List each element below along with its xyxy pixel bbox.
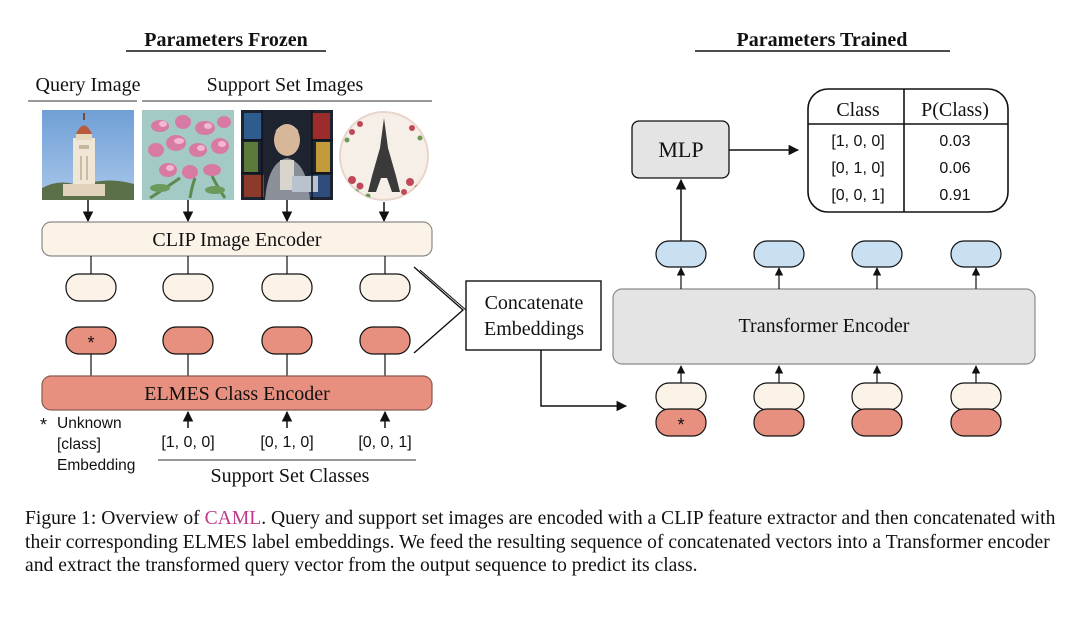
input-token-elmes — [950, 408, 1002, 437]
support-set-classes-label: Support Set Classes — [211, 465, 370, 487]
elmes-token — [261, 326, 313, 355]
output-token — [851, 240, 903, 268]
concat-to-tokens-arrow — [540, 350, 628, 412]
merge-chevron-inner — [419, 269, 467, 311]
input-token-unknown-star: * — [677, 415, 684, 435]
support-class-vector: [1, 0, 0] — [161, 434, 214, 451]
input-token-clip — [753, 382, 805, 411]
output-token — [753, 240, 805, 268]
transformer-output-tokens — [655, 240, 1002, 289]
clip-token — [65, 273, 117, 302]
query-image-label: Query Image — [36, 74, 141, 96]
support-image-flowers — [142, 110, 234, 200]
elmes-token — [359, 326, 411, 355]
clip-token — [359, 273, 411, 302]
merge-chevron — [413, 266, 465, 354]
class-probability-table — [807, 88, 1009, 213]
input-token-clip — [950, 382, 1002, 411]
query-image-clock-tower — [42, 110, 134, 200]
clip-embedding-tokens — [65, 256, 411, 302]
class-vector-arrows — [182, 410, 391, 428]
image-to-clip-arrows — [82, 200, 390, 223]
unknown-note-line: [class] — [57, 436, 101, 453]
input-token-elmes — [753, 408, 805, 437]
mlp-label: MLP — [658, 137, 703, 162]
input-token-clip — [655, 382, 707, 411]
support-images-label: Support Set Images — [207, 74, 364, 96]
caption-prefix: Overview of — [101, 508, 200, 529]
input-token-elmes — [851, 408, 903, 437]
support-image-eiffel-embroidery — [339, 110, 432, 201]
clip-image-encoder-label: CLIP Image Encoder — [152, 229, 322, 251]
table-cell-class: [0, 1, 0] — [831, 160, 884, 177]
support-class-vector: [0, 0, 1] — [358, 434, 411, 451]
output-token — [950, 240, 1002, 268]
table-cell-probability: 0.03 — [939, 133, 970, 150]
clip-image-encoder-box — [41, 221, 433, 257]
concatenate-label-line: Concatenate — [485, 292, 584, 314]
unknown-note-line: Unknown — [57, 415, 122, 432]
elmes-token — [162, 326, 214, 355]
caption-figure-label: Figure 1: — [25, 508, 97, 529]
unknown-note-line: Embedding — [57, 457, 135, 474]
unknown-token-star: * — [87, 333, 94, 353]
caption-body: . Query and support set images are encod… — [25, 508, 1056, 576]
figure-caption: Figure 1: Overview of CAML. Query and su… — [25, 507, 1065, 578]
transformer-encoder-label: Transformer Encoder — [739, 315, 910, 337]
table-cell-class: [0, 0, 1] — [831, 187, 884, 204]
elmes-class-encoder-box — [41, 375, 433, 411]
support-image-stained-glass — [241, 110, 333, 200]
output-token-query — [655, 240, 707, 268]
header-parameters-trained: Parameters Trained — [737, 29, 908, 51]
table-cell-probability: 0.06 — [939, 160, 970, 177]
header-parameters-frozen: Parameters Frozen — [144, 29, 307, 51]
input-token-elmes-unknown — [655, 408, 707, 437]
caption-accent-word: CAML — [204, 508, 262, 529]
caml-diagram: Parameters Frozen Parameters Trained Que… — [28, 29, 1036, 487]
concatenated-input-tokens — [655, 365, 1002, 437]
elmes-embedding-tokens — [65, 326, 411, 376]
elmes-class-encoder-label: ELMES Class Encoder — [144, 383, 330, 405]
concatenate-label-line: Embeddings — [484, 318, 584, 340]
clip-token — [261, 273, 313, 302]
table-header-probability: P(Class) — [921, 99, 989, 121]
support-class-vector: [0, 1, 0] — [260, 434, 313, 451]
table-cell-class: [1, 0, 0] — [831, 133, 884, 150]
concatenate-embeddings-box — [465, 280, 602, 351]
table-header-class: Class — [836, 99, 880, 121]
input-token-clip — [851, 382, 903, 411]
unknown-note-star: * — [40, 415, 47, 435]
clip-token — [162, 273, 214, 302]
transformer-encoder-box — [612, 288, 1036, 365]
elmes-token-unknown — [65, 326, 117, 355]
table-cell-probability: 0.91 — [939, 187, 970, 204]
